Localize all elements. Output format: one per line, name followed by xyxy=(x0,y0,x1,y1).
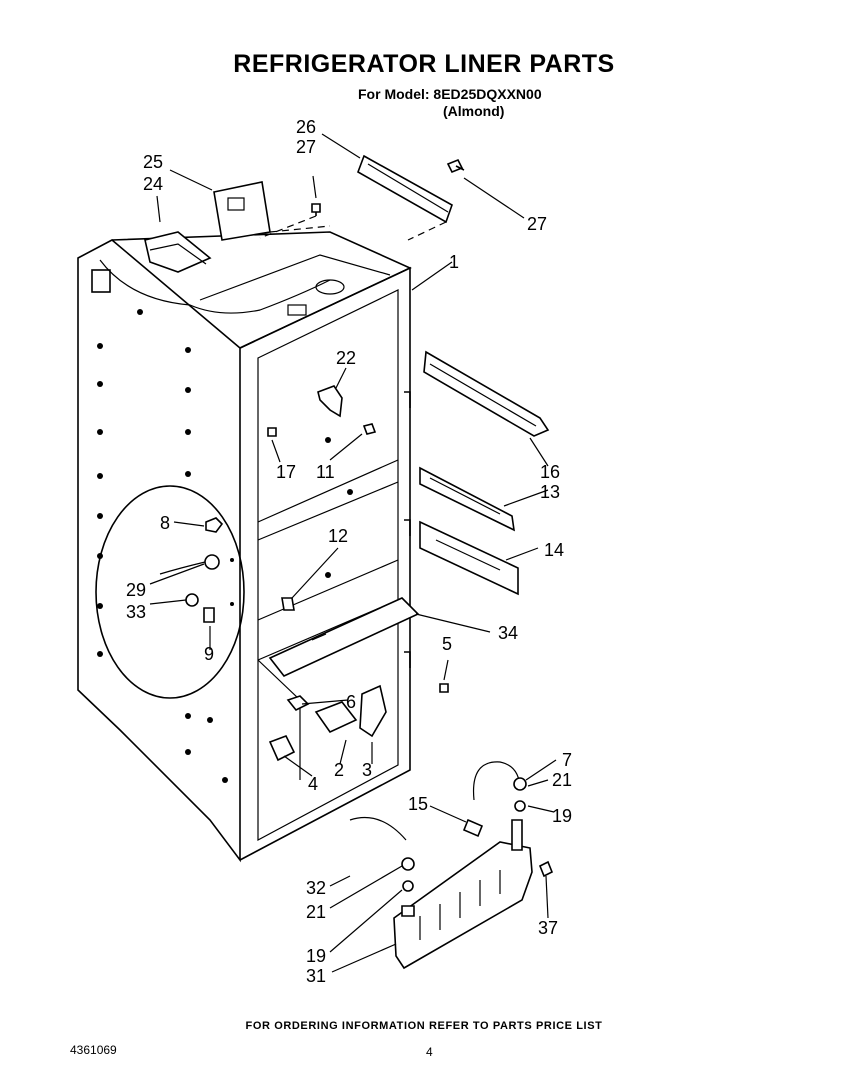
part-3 xyxy=(359,684,387,738)
screw-27b xyxy=(311,203,321,216)
leader-lines xyxy=(149,133,557,973)
callout-1: 1 xyxy=(449,252,459,272)
callout-27-left: 27 xyxy=(296,137,316,157)
part-13 xyxy=(419,466,516,532)
callout-26: 26 xyxy=(296,117,316,137)
screw-27 xyxy=(446,158,465,174)
callout-21-right: 21 xyxy=(552,770,572,790)
part-6 xyxy=(286,695,310,712)
callout-37: 37 xyxy=(538,918,558,938)
tube-7 xyxy=(472,761,521,801)
callout-34: 34 xyxy=(498,623,518,643)
callout-14: 14 xyxy=(544,540,564,560)
callout-19-left: 19 xyxy=(306,946,326,966)
callout-33: 33 xyxy=(126,602,146,622)
page-number: 4 xyxy=(426,1045,433,1059)
callout-22: 22 xyxy=(336,348,356,368)
fitting-19 xyxy=(514,800,526,812)
callout-31: 31 xyxy=(306,966,326,986)
tube-32 xyxy=(349,816,407,841)
screw-11 xyxy=(362,423,377,435)
callout-3: 3 xyxy=(362,760,372,780)
fitting-21 xyxy=(513,777,527,791)
callout-9: 9 xyxy=(204,644,214,664)
callout-6: 6 xyxy=(346,692,356,712)
callout-12: 12 xyxy=(328,526,348,546)
page-title: REFRIGERATOR LINER PARTS xyxy=(233,50,615,78)
model-line: For Model: 8ED25DQXXN00 xyxy=(358,86,542,102)
callout-29: 29 xyxy=(126,580,146,600)
callout-2: 2 xyxy=(334,760,344,780)
part-16 xyxy=(423,350,550,437)
detail-circle xyxy=(95,485,245,699)
screw-5 xyxy=(439,683,449,693)
callout-17: 17 xyxy=(276,462,296,482)
detail-parts xyxy=(159,517,234,623)
callout-4: 4 xyxy=(308,774,318,794)
callout-5: 5 xyxy=(442,634,452,654)
callout-8: 8 xyxy=(160,513,170,533)
callout-7: 7 xyxy=(562,750,572,770)
callout-15: 15 xyxy=(408,794,428,814)
callout-25: 25 xyxy=(143,152,163,172)
callout-24: 24 xyxy=(143,174,163,194)
liner-cabinet xyxy=(77,231,412,863)
callout-27-right: 27 xyxy=(527,214,547,234)
part-24 xyxy=(144,231,212,273)
color-line: (Almond) xyxy=(443,103,505,119)
callout-32: 32 xyxy=(306,878,326,898)
part-25 xyxy=(213,181,271,241)
part-12 xyxy=(281,597,295,611)
callout-11: 11 xyxy=(316,462,335,482)
part-15 xyxy=(462,818,484,838)
screw-17 xyxy=(267,427,277,437)
document-number: 4361069 xyxy=(70,1043,117,1057)
callout-19-right: 19 xyxy=(552,806,572,826)
ordering-info-footer: FOR ORDERING INFORMATION REFER TO PARTS … xyxy=(245,1020,603,1032)
screw-37 xyxy=(538,860,554,878)
drain-tray-31 xyxy=(393,841,533,970)
callout-16: 16 xyxy=(540,462,560,482)
part-22 xyxy=(317,385,343,418)
part-14 xyxy=(419,520,519,596)
part-4 xyxy=(268,734,296,762)
callout-21-left: 21 xyxy=(306,902,326,922)
callout-13: 13 xyxy=(540,482,560,502)
part-2 xyxy=(314,701,358,734)
